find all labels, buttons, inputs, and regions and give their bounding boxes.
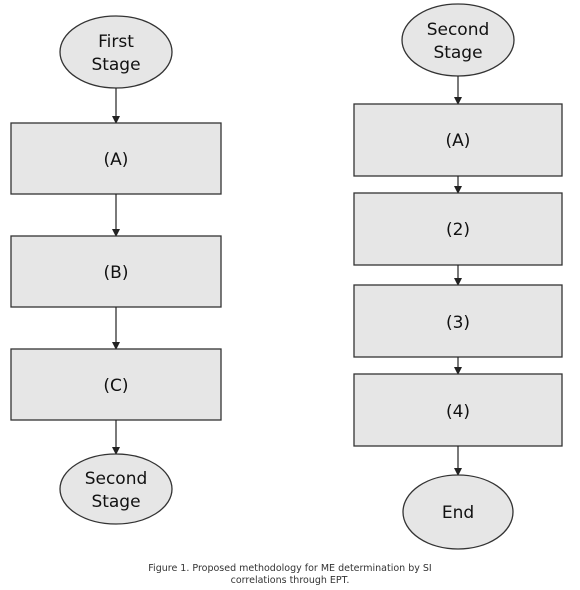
first-stage-end-node: Second Stage [59,453,173,525]
first-stage-start-label-line2: Stage [91,55,140,75]
first-stage-start-node: First Stage [59,15,173,89]
second-stage-box-3-label: (3) [446,313,470,333]
second-stage-box-2-label: (2) [446,220,470,240]
second-stage-end-label: End [442,503,474,523]
figure-caption-line1: Figure 1. Proposed methodology for ME de… [148,563,432,574]
second-stage-box-4-label: (4) [446,402,470,422]
second-stage-box-3: (3) [353,284,563,358]
second-stage-start-label-line2: Stage [433,43,482,63]
second-stage-end-node: End [402,474,514,550]
first-stage-box-b: (B) [10,235,222,308]
first-stage-box-c-label: (C) [103,376,128,396]
second-stage-start-label-line1: Second [427,20,490,40]
second-stage-box-a: (A) [353,103,563,177]
figure-caption: Figure 1. Proposed methodology for ME de… [0,563,580,587]
first-stage-end-label-line1: Second [85,469,148,489]
first-stage-box-a: (A) [10,122,222,195]
first-stage-box-c: (C) [10,348,222,421]
second-stage-box-2: (2) [353,192,563,266]
first-stage-box-a-label: (A) [104,150,129,170]
first-stage-start-label-line1: First [98,32,134,52]
second-stage-box-a-label: (A) [446,131,471,151]
figure-caption-line2: correlations through EPT. [230,575,350,586]
second-stage-box-4: (4) [353,373,563,447]
second-stage-start-node: Second Stage [401,3,515,77]
first-stage-end-label-line2: Stage [91,492,140,512]
first-stage-box-b-label: (B) [104,263,129,283]
